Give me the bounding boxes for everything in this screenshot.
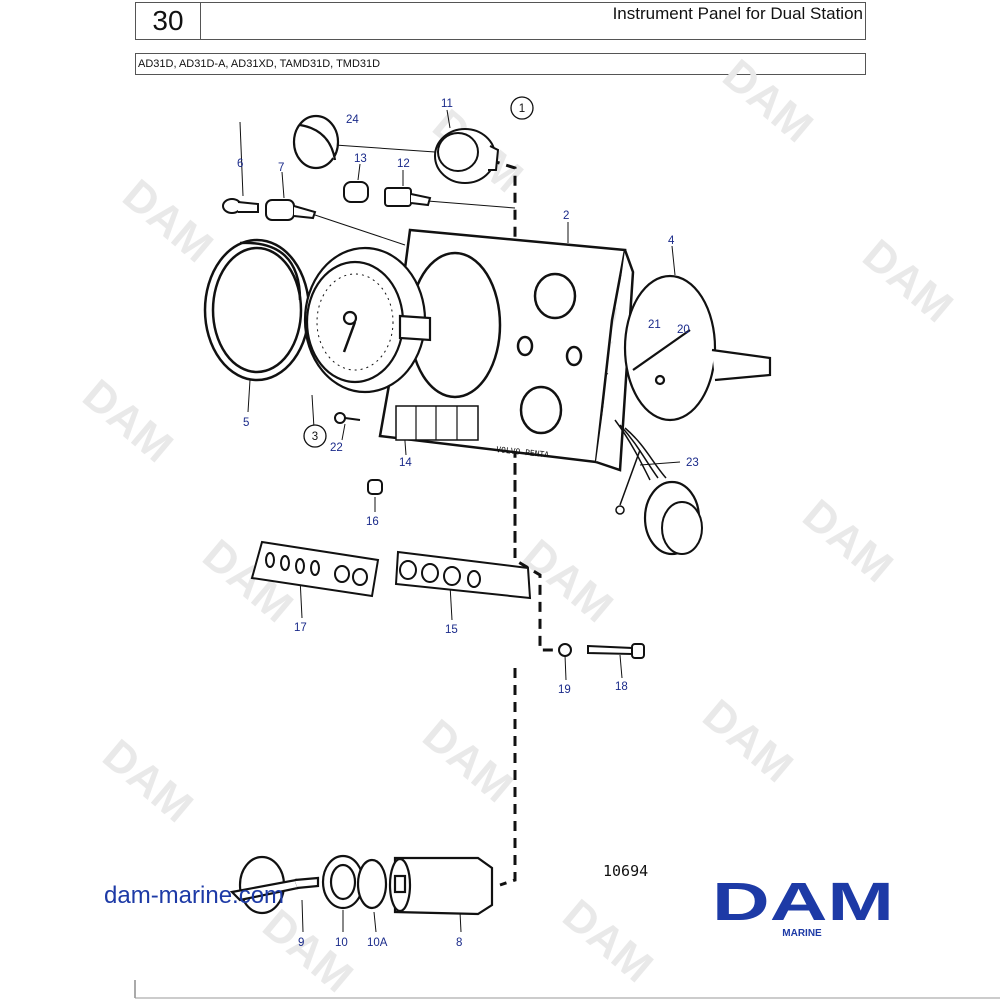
dam-logo: DAM: [712, 872, 894, 932]
header-models-box: [135, 53, 866, 75]
multi-pin-connector: [434, 128, 500, 184]
bezel-ring: [203, 238, 311, 382]
callout-9: 9: [298, 937, 304, 949]
sensor-parts: [343, 181, 432, 207]
callout-12: 12: [397, 158, 410, 170]
svg-text:3: 3: [312, 431, 318, 443]
callout-10a: 10A: [367, 937, 388, 949]
callout-8: 8: [456, 937, 462, 949]
watermark-text: DAM: [714, 50, 822, 152]
watermark-layer: DAM DAM DAM DAM DAM DAM DAM DAM DAM DAM …: [74, 50, 962, 1000]
ignition-assembly: [229, 854, 494, 916]
callout-24: 24: [346, 114, 359, 126]
callout-4: 4: [668, 235, 675, 247]
watermark-text: DAM: [554, 890, 662, 992]
callout-10: 10: [335, 937, 348, 949]
header-title-box: [135, 2, 866, 40]
callout-17: 17: [294, 622, 307, 634]
watermark-text: DAM: [74, 370, 182, 472]
switch-block: [394, 550, 532, 600]
callout-7: 7: [278, 162, 284, 174]
circled-label-1: 1: [510, 96, 534, 120]
website-link[interactable]: dam-marine.com: [104, 882, 285, 909]
watermark-text: DAM: [794, 490, 902, 592]
callout-13: 13: [354, 153, 367, 165]
cap-part: [292, 114, 340, 170]
callout-20: 20: [677, 324, 690, 336]
callout-labels: 24 11 6 7 13 12 2 4 21 20 5 22 14 23 16 …: [237, 98, 699, 949]
logo-subtext: MARINE: [782, 928, 822, 939]
nut-and-bolt: [558, 643, 645, 659]
panel-plate: VOLVO PENTA: [378, 228, 635, 472]
small-screws: [334, 412, 383, 495]
header-page-number-divider: [135, 2, 201, 40]
callout-14: 14: [399, 457, 412, 469]
page-number: 30: [152, 5, 184, 36]
wiring-harness: [614, 419, 703, 556]
engine-models: AD31D, AD31D-A, AD31XD, TAMD31D, TMD31D: [138, 58, 381, 70]
callout-19: 19: [558, 684, 571, 696]
watermark-text: DAM: [414, 710, 522, 812]
switch-cover: [250, 540, 380, 598]
callout-18: 18: [615, 681, 628, 693]
watermark-text: DAM: [694, 690, 802, 792]
leader-lines: [239, 109, 685, 933]
callout-21: 21: [648, 319, 661, 331]
dam-logo-text: DAM: [712, 872, 894, 932]
page-title: Instrument Panel for Dual Station: [612, 4, 863, 23]
callout-22: 22: [330, 442, 343, 454]
circled-label-3: 3: [303, 424, 327, 448]
watermark-text: DAM: [114, 170, 222, 272]
watermark-text: DAM: [854, 230, 962, 332]
callout-15: 15: [445, 624, 458, 636]
drawing-number: 10694: [603, 862, 648, 880]
callout-23: 23: [686, 457, 699, 469]
callout-5: 5: [243, 417, 249, 429]
callout-16: 16: [366, 516, 379, 528]
callout-6: 6: [237, 158, 243, 170]
watermark-text: DAM: [94, 730, 202, 832]
svg-text:1: 1: [519, 103, 525, 115]
callout-11: 11: [441, 98, 453, 110]
callout-2: 2: [563, 210, 569, 222]
bulb-and-holder: [222, 198, 317, 221]
rear-cover: [623, 274, 772, 422]
watermark-text: DAM: [254, 900, 362, 1000]
tachometer-gauge: [303, 246, 432, 394]
